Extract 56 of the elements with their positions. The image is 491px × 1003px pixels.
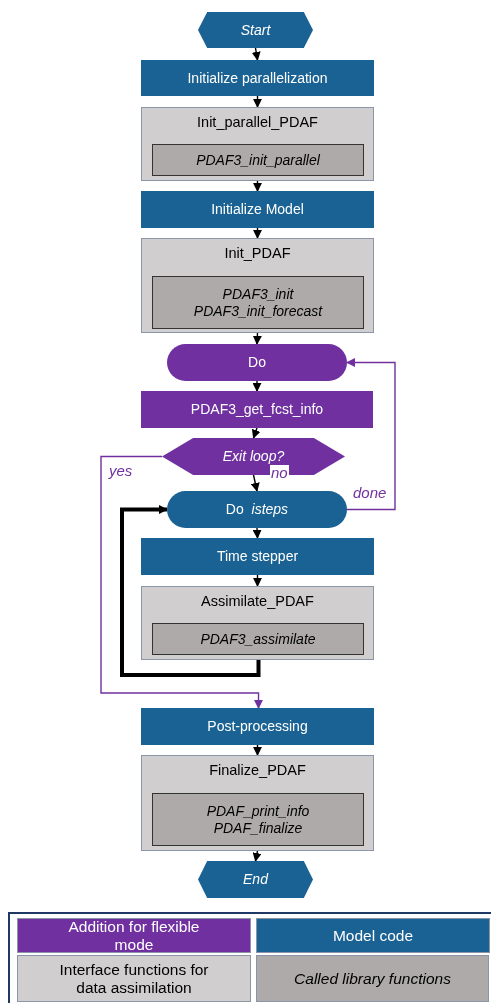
process-box [141, 391, 373, 428]
edge-label: done [352, 485, 388, 501]
function-name: PDAF3_init_forecast [193, 302, 323, 320]
interface-box [141, 107, 374, 181]
legend-item: Interface functions for data assimilation [17, 955, 251, 1002]
function-name: PDAF_finalize [213, 819, 303, 837]
legend-item: Called library functions [256, 955, 489, 1002]
arrow [346, 358, 396, 511]
arrow [120, 505, 261, 677]
legend-item: Addition for flexible mode [17, 918, 251, 953]
function-name: PDAF3_init_parallel [196, 151, 320, 169]
arrow [252, 332, 262, 345]
node-label: Do [248, 354, 266, 371]
arrow [253, 95, 262, 108]
arrow [251, 427, 261, 439]
node-label: Init_PDAF [224, 245, 291, 262]
interface-box [141, 586, 374, 660]
arrow [253, 227, 262, 239]
loop-terminator [167, 344, 347, 381]
function-name: PDAF3_init [222, 285, 294, 303]
arrow [253, 574, 262, 587]
edge-label: no [270, 465, 289, 481]
process-box [141, 708, 374, 745]
process-box [141, 191, 374, 228]
arrow [250, 474, 260, 492]
node-label: Post-processing [207, 718, 308, 735]
node-label: Assimilate_PDAF [201, 593, 314, 610]
node-label: PDAF3_get_fcst_info [190, 401, 324, 418]
library-call-box [152, 793, 364, 846]
library-call-box [152, 144, 364, 176]
function-name: PDAF_print_info [206, 802, 310, 820]
node-label: Init_parallel_PDAF [197, 114, 318, 131]
process-box [141, 538, 374, 575]
node-label: Do isteps [225, 501, 289, 518]
legend-item: Model code [256, 918, 490, 953]
loop-terminator [167, 491, 347, 528]
arrow [252, 850, 262, 862]
node-label: End [243, 871, 268, 888]
library-call-box [152, 276, 364, 329]
arrow [253, 744, 262, 756]
node-label: Time stepper [216, 548, 299, 565]
node-label: Exit loop? [222, 448, 285, 465]
node-label: Initialize parallelization [187, 69, 328, 87]
interface-box [141, 238, 374, 333]
arrow [252, 380, 262, 392]
library-call-box [152, 623, 364, 655]
arrow [100, 455, 263, 709]
node-label: Start [240, 21, 271, 39]
interface-box [141, 755, 374, 851]
node-label: Finalize_PDAF [209, 762, 306, 779]
function-name: PDAF3_assimilate [200, 630, 316, 648]
arrow [253, 180, 262, 192]
arrow [251, 47, 261, 61]
process-box [141, 60, 374, 96]
arrow [252, 527, 262, 539]
node-label: Initialize Model [211, 201, 304, 218]
